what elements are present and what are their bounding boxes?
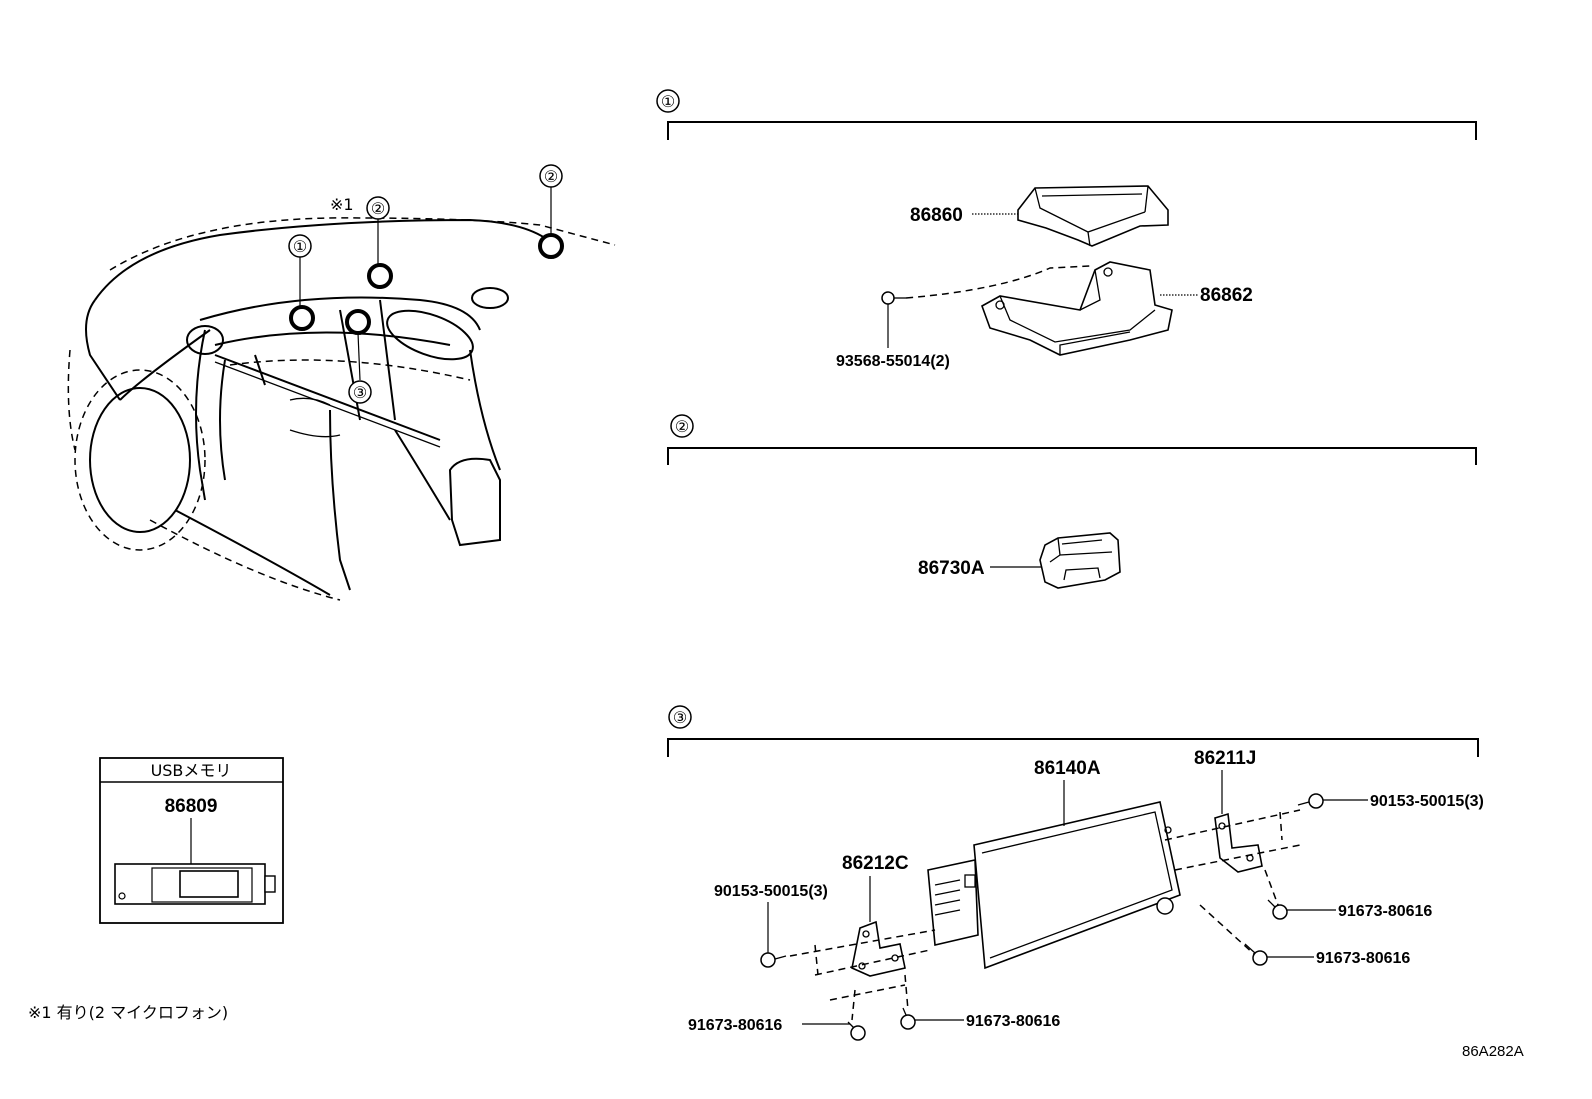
location-ring-3 [345,309,371,335]
marker-label-3: ③ [353,385,367,402]
part-91673-80616-a: 91673-80616 [1338,903,1432,920]
bracket-86211J-icon [1214,812,1263,873]
microphone-86730A-icon [1039,532,1121,589]
location-ring-2a [367,263,393,289]
part-86862: 86862 [1200,285,1253,306]
screw-90153-right-icon [1297,793,1324,809]
section-3-number: ③ [673,710,687,727]
part-90153-50015-right: 90153-50015(3) [1370,793,1484,810]
bracket-86862-icon [981,261,1173,356]
section-1-number: ① [661,94,675,111]
section-3: ③ 86140A 86211J 90153-50015(3) [667,705,1484,1041]
part-86809: 86809 [165,796,218,817]
overview-markers: ※1 ① ② ② ③ [288,164,564,404]
section-2-number: ② [675,419,689,436]
part-91673-80616-d: 91673-80616 [966,1013,1060,1030]
diagram-code: 86A282A [1462,1043,1524,1060]
part-86730A: 86730A [918,558,985,579]
car-interior-illustration [67,217,616,601]
bolt-91673-lower-center-icon [900,1007,916,1030]
marker-label-2b: ② [544,169,558,186]
location-ring-1 [289,305,315,331]
part-90153-50015-left: 90153-50015(3) [714,883,828,900]
bracket-86212C-icon [851,920,906,977]
part-91673-80616-b: 91673-80616 [1316,950,1410,967]
note-marker: ※1 [330,195,354,214]
location-ring-2b [538,233,564,259]
bolt-91673-lower-left-icon [847,1021,866,1041]
usb-memory-box: USBメモリ 86809 [99,757,284,924]
bolt-91673-lower-right-icon [1244,943,1268,966]
marker-label-1: ① [293,239,307,256]
part-91673-80616-c: 91673-80616 [688,1017,782,1034]
usb-box-title: USBメモリ [151,761,232,780]
section-2: ② 86730A [667,414,1477,589]
part-93568-55014: 93568-55014(2) [836,353,950,370]
marker-label-2a: ② [371,201,385,218]
part-86860: 86860 [910,205,963,226]
display-unit-86140A-icon [927,801,1181,970]
part-86212C: 86212C [842,853,909,874]
screw-93568-icon [881,291,906,305]
screw-90153-left-icon [760,952,787,968]
part-86211J: 86211J [1194,748,1256,769]
airbag-sensor-86860-icon [1017,185,1169,247]
marker-circle-3 [348,380,372,404]
footnote: ※1 有り(2 マイクロフォン) [28,1003,228,1022]
section-1: ① 86860 86862 93568-5501 [656,89,1477,370]
part-86140A: 86140A [1034,758,1101,779]
bolt-91673-upper-right-icon [1267,899,1288,920]
